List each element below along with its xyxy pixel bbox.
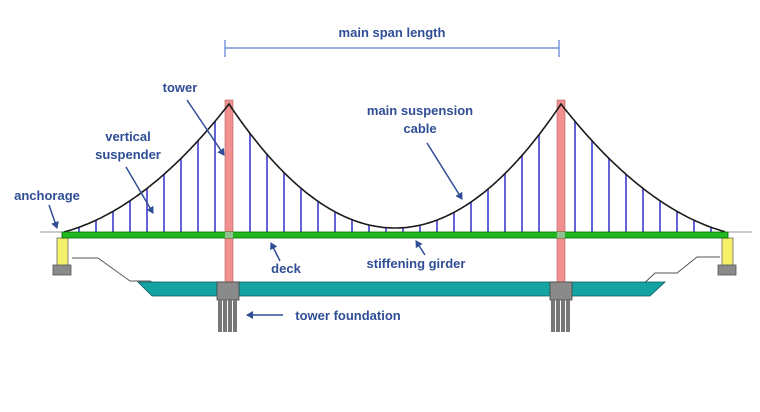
tower-foundation-left xyxy=(216,281,240,332)
label-tower-foundation: tower foundation xyxy=(295,308,400,323)
main-suspension-cable xyxy=(63,102,726,233)
water xyxy=(137,281,667,297)
anchorage-left-base xyxy=(52,264,72,276)
label-vertical-suspender-2: suspender xyxy=(95,147,161,162)
anchorage-arrow xyxy=(48,204,59,229)
main-suspension-cable-arrow xyxy=(426,142,463,200)
label-tower: tower xyxy=(163,80,198,95)
vertical-suspenders xyxy=(78,121,712,232)
label-main-span-length: main span length xyxy=(339,25,446,40)
anchorage-right-base xyxy=(717,264,737,276)
tower-left xyxy=(224,99,234,285)
label-vertical-suspender-1: vertical xyxy=(105,129,151,144)
ground-profile-right xyxy=(634,256,720,293)
deck-girder xyxy=(61,231,729,239)
vertical-suspender-arrow xyxy=(125,166,154,214)
label-main-suspension-cable-2: cable xyxy=(403,121,436,136)
tower-arrow xyxy=(186,99,225,156)
tower-right-deck-crossing xyxy=(557,232,565,238)
anchorage-right xyxy=(721,237,734,267)
label-main-suspension-cable-1: main suspension xyxy=(367,103,473,118)
tower-foundation-right xyxy=(549,281,573,332)
tower-left-deck-crossing xyxy=(225,232,233,238)
tower-right xyxy=(556,99,566,285)
anchorage-left xyxy=(56,237,69,267)
stiffening-girder-arrow xyxy=(415,240,426,256)
label-anchorage: anchorage xyxy=(14,188,80,203)
label-deck: deck xyxy=(271,261,301,276)
label-stiffening-girder: stiffening girder xyxy=(367,256,466,271)
main-span-dimension xyxy=(224,40,560,57)
deck-arrow xyxy=(270,242,281,262)
